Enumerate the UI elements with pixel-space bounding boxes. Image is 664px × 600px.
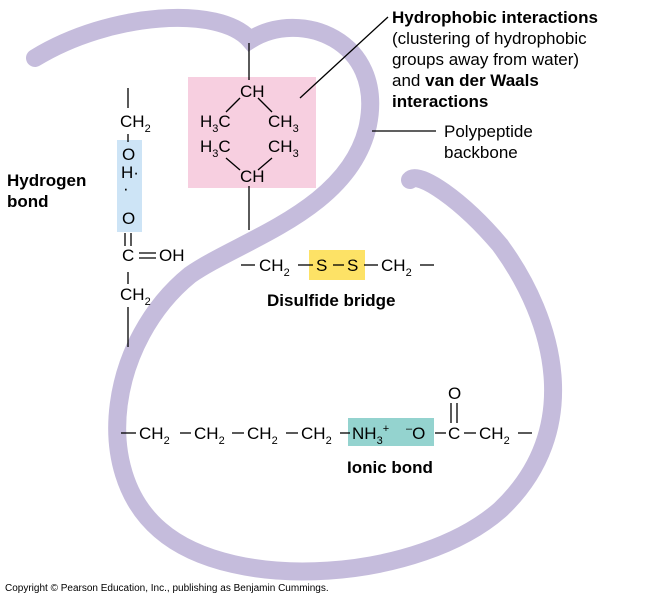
ring-ch3-lower: CH3	[268, 137, 299, 160]
disulfide-ch2-right: CH2	[381, 256, 412, 279]
hbond-dots: ·	[123, 179, 129, 198]
ring-ch-bottom: CH	[240, 167, 265, 186]
hbond-oh: OH	[159, 246, 185, 265]
hbond-oxygen-bottom: O	[122, 209, 136, 228]
connector-lines	[121, 16, 532, 434]
ionic-ch2-4: CH2	[301, 424, 332, 447]
ring-ch3-upper: CH3	[268, 112, 299, 135]
hydrophobic-highlight-box	[188, 77, 316, 188]
ionic-highlight-box	[348, 418, 434, 446]
copyright-notice: Copyright © Pearson Education, Inc., pub…	[5, 583, 329, 594]
sulfur-left: S	[316, 256, 328, 275]
hydrophobic-label-line3: groups away from water)	[392, 50, 580, 69]
hydrophobic-label-line5: interactions	[392, 92, 489, 111]
hydrogen-bond-label-line2: bond	[7, 192, 49, 211]
hbond-carbon: C	[122, 246, 135, 265]
hbond-hydrogen: H·	[121, 163, 139, 182]
ring-h3c-upper: H3C	[200, 112, 231, 135]
ring-ch-top: CH	[240, 82, 265, 101]
hbond-ch2-top: CH2	[120, 112, 151, 135]
ionic-ch2-3: CH2	[247, 424, 278, 447]
hydrogen-bond-label-line1: Hydrogen	[7, 171, 87, 190]
sulfur-right: S	[347, 256, 359, 275]
ionic-ch2-5: CH2	[479, 424, 510, 447]
hbond-oxygen-top: O	[122, 145, 136, 164]
carboxyl-carbon: C	[448, 424, 461, 443]
ammonium-group: NH3+	[352, 423, 390, 447]
ionic-bond-label: Ionic bond	[347, 458, 433, 477]
disulfide-bridge-label: Disulfide bridge	[267, 291, 396, 310]
disulfide-ch2-left: CH2	[259, 256, 290, 279]
carbonyl-oxygen: O	[448, 384, 462, 403]
carboxylate-oxygen: –O	[406, 423, 426, 443]
ring-h3c-lower: H3C	[200, 137, 231, 160]
hbond-ch2-bottom: CH2	[120, 285, 151, 308]
polypeptide-backbone	[26, 8, 563, 581]
ionic-ch2-1: CH2	[139, 424, 170, 447]
backbone-label-line1: Polypeptide	[444, 122, 533, 141]
hydrogen-bond-highlight-box	[117, 140, 142, 232]
hydrophobic-label-line4: and van der Waals	[392, 71, 539, 90]
ionic-ch2-2: CH2	[194, 424, 225, 447]
hydrophobic-label-title: Hydrophobic interactions	[392, 8, 598, 27]
hydrophobic-label-line2: (clustering of hydrophobic	[392, 29, 587, 48]
backbone-label-line2: backbone	[444, 143, 518, 162]
